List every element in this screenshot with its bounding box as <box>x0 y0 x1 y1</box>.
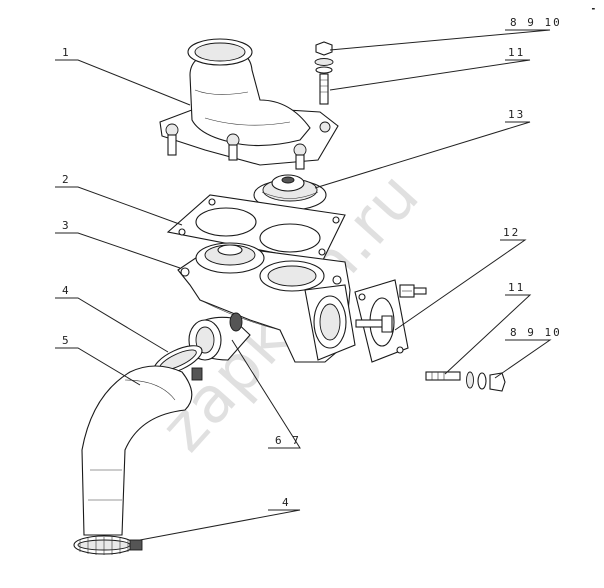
housing-stud-part <box>355 315 393 333</box>
sensor-fitting-part <box>399 284 427 298</box>
gasket-part <box>166 194 346 263</box>
label-12: 12 <box>503 226 520 239</box>
label-13: 13 <box>508 108 525 121</box>
label-5: 5 <box>62 334 71 347</box>
thermostat-housing-part <box>177 242 356 363</box>
label-2: 2 <box>62 173 71 186</box>
label-1: 1 <box>62 46 71 59</box>
thermostat-cover-part <box>159 38 339 170</box>
label-8-9-10-right: 8 9 10 <box>510 326 562 339</box>
right-bolt-assembly <box>425 371 506 392</box>
coolant-hose-part <box>81 365 193 536</box>
lower-hose-clamp-part <box>73 535 143 555</box>
top-bolt-assembly <box>314 41 334 105</box>
label-6-7: 6 7 <box>275 434 301 447</box>
leader-lines <box>55 29 552 541</box>
corner-mark: ╸ <box>591 5 599 15</box>
label-4-upper: 4 <box>62 284 71 297</box>
label-4-lower: 4 <box>282 496 291 509</box>
label-11-right: 11 <box>508 281 525 294</box>
label-8-9-10-top: 8 9 10 <box>510 16 562 29</box>
label-11-top: 11 <box>508 46 525 59</box>
label-3: 3 <box>62 219 71 232</box>
elbow-pipe-part <box>188 312 251 361</box>
